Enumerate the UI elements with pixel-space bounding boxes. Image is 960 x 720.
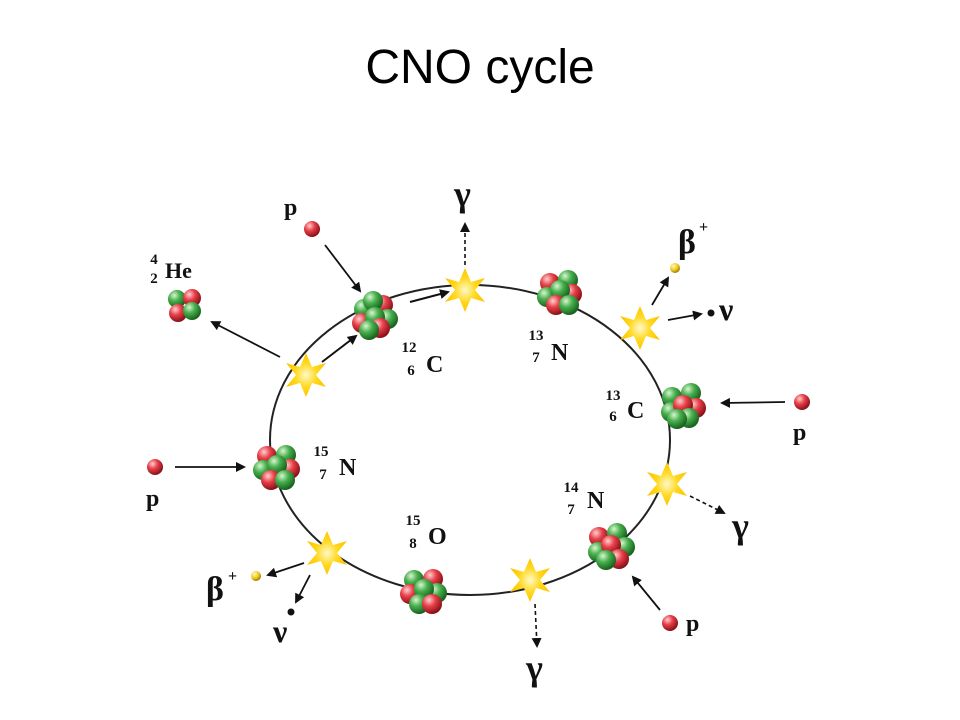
svg-text:7: 7 <box>319 467 327 483</box>
positron-top <box>670 263 680 273</box>
arrow-proton-bottom <box>631 575 661 611</box>
arrow-proton-top <box>324 244 362 293</box>
loop-arrow-2 <box>409 289 450 303</box>
arrow-proton-right <box>720 397 786 408</box>
arrow-he4-out <box>210 321 281 358</box>
svg-text:13: 13 <box>529 328 544 344</box>
flash-o15-n15 <box>307 531 347 575</box>
svg-text:+: + <box>228 568 237 585</box>
svg-text:N: N <box>587 488 605 514</box>
svg-text:4: 4 <box>150 252 158 268</box>
label-beta-top: β + <box>678 219 708 261</box>
svg-text:7: 7 <box>567 502 575 518</box>
svg-text:β: β <box>678 224 696 261</box>
flash-c13-n14 <box>647 462 687 506</box>
gamma-arrow-right <box>689 495 726 514</box>
svg-text:+: + <box>699 219 708 236</box>
label-gamma-right: γ <box>731 506 749 546</box>
flash-n13-c13 <box>620 306 660 350</box>
arrow-positron-bottom <box>266 562 305 578</box>
proton-in-right <box>794 394 810 410</box>
neutrino-dot-bottom <box>287 608 295 616</box>
label-proton-bottom: p <box>686 611 699 637</box>
label-c13: 13 6 C <box>606 388 645 425</box>
label-n14: 14 7 N <box>564 480 606 518</box>
proton-in-bottom <box>662 615 678 631</box>
svg-text:13: 13 <box>606 388 621 404</box>
svg-text:7: 7 <box>532 350 540 366</box>
label-gamma-bottom: γ <box>525 648 543 688</box>
arrow-positron-top <box>651 276 670 306</box>
proton-in-left <box>147 459 163 475</box>
svg-text:N: N <box>339 455 357 481</box>
label-o15: 15 8 O <box>406 513 447 552</box>
svg-text:6: 6 <box>609 409 617 425</box>
flash-n15-c12 <box>286 353 326 397</box>
page-title: CNO cycle <box>365 41 595 94</box>
loop-arrow-1 <box>321 334 358 363</box>
label-c12: 12 6 C <box>402 340 444 379</box>
label-neutrino-top: ν <box>718 291 733 327</box>
label-proton-right: p <box>793 420 806 446</box>
svg-text:He: He <box>165 258 192 283</box>
nucleus-n13 <box>537 270 582 315</box>
neutrino-dot-top <box>707 309 715 317</box>
nucleus-o15 <box>400 569 447 614</box>
svg-text:15: 15 <box>314 444 329 460</box>
nucleus-c12 <box>352 291 398 340</box>
svg-text:β: β <box>206 571 224 608</box>
proton-in-top <box>304 221 320 237</box>
svg-text:C: C <box>627 398 644 424</box>
svg-text:15: 15 <box>406 513 421 529</box>
nucleus-n15 <box>253 445 300 490</box>
svg-text:2: 2 <box>150 271 158 287</box>
label-gamma-top: γ <box>453 174 471 214</box>
svg-text:12: 12 <box>402 340 417 356</box>
label-beta-bottom: β + <box>206 568 237 608</box>
flash-n14-o15 <box>510 558 550 602</box>
svg-text:C: C <box>426 352 443 378</box>
label-he4: 4 2 He <box>150 252 192 287</box>
flash-c12-n13 <box>445 268 485 312</box>
nucleus-c13 <box>661 383 706 429</box>
nucleus-he4 <box>168 289 201 322</box>
svg-text:14: 14 <box>564 480 580 496</box>
gamma-arrow-bottom <box>531 603 542 648</box>
label-neutrino-bottom: ν <box>272 613 287 649</box>
svg-text:8: 8 <box>409 536 417 552</box>
label-n15: 15 7 N <box>314 444 358 483</box>
nucleus-n14 <box>588 523 635 570</box>
label-n13: 13 7 N <box>529 328 570 366</box>
label-proton-top: p <box>284 195 297 221</box>
svg-text:N: N <box>551 340 569 366</box>
label-proton-left: p <box>146 486 159 512</box>
svg-text:6: 6 <box>407 363 415 379</box>
positron-bottom <box>251 571 261 581</box>
arrow-neutrino-bottom <box>295 574 311 604</box>
arrow-neutrino-top <box>667 310 703 321</box>
svg-text:O: O <box>428 524 447 550</box>
